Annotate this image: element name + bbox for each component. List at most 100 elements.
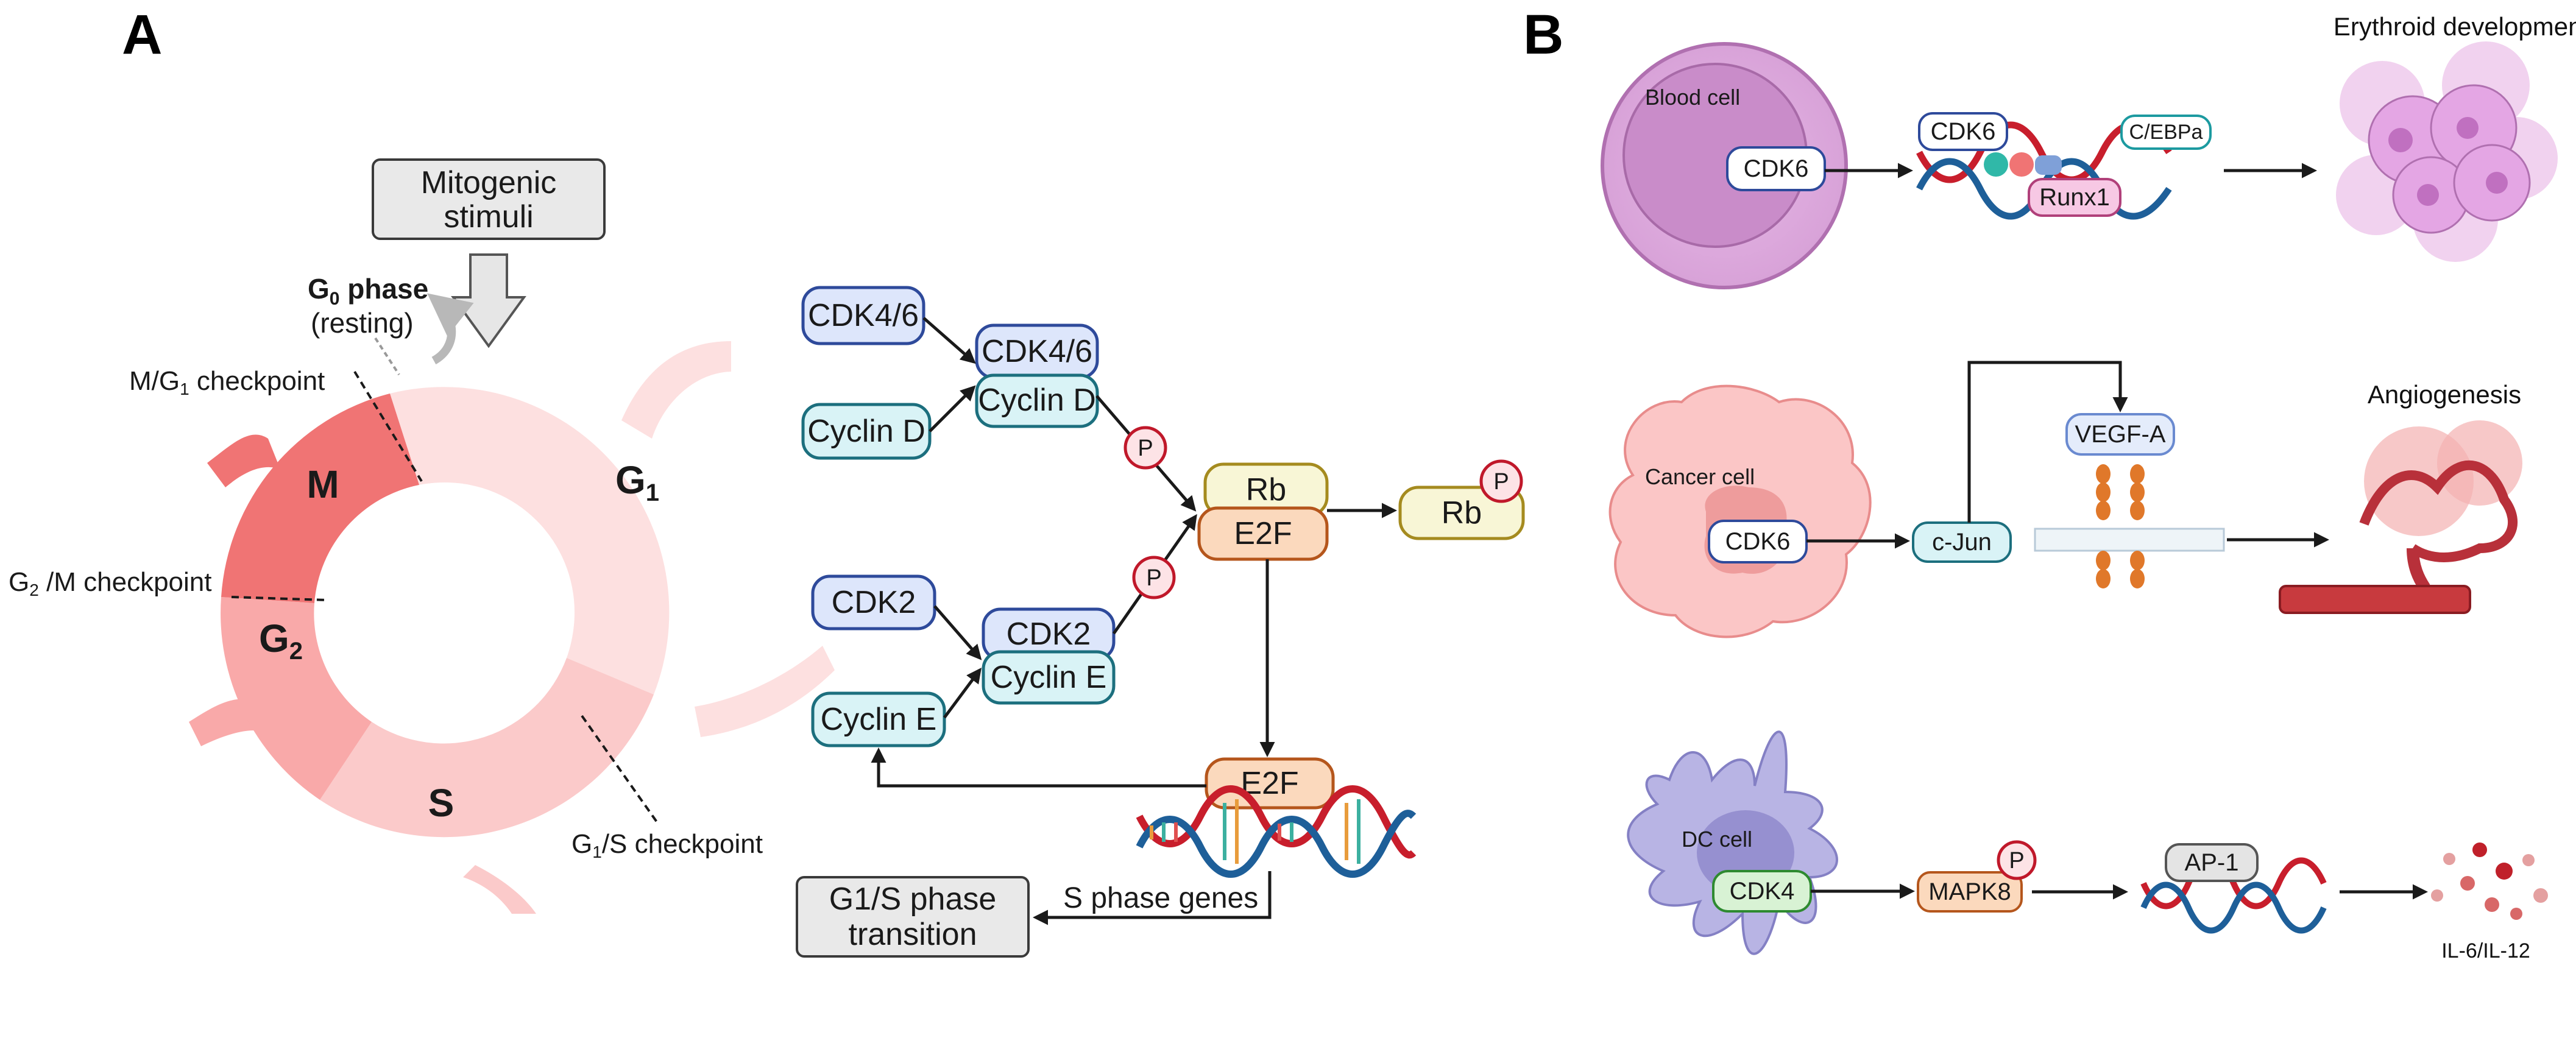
g0-dotted-line: [374, 337, 400, 376]
blood-cell-icon: [1601, 42, 1848, 289]
g1-phase-label: G1: [615, 458, 659, 506]
transition-line1: G1/S phase: [829, 881, 997, 917]
blood-cell-label: Blood cell: [1645, 85, 1740, 110]
g1s-checkpoint-label: G1/S checkpoint: [571, 829, 763, 861]
mapk8-label: MAPK8: [1928, 878, 2011, 905]
transition-line2: transition: [849, 917, 977, 952]
cebpa-label: C/EBPa: [2129, 121, 2203, 144]
dna-helix-b3-icon: [2140, 857, 2327, 934]
vegfa-box: VEGF-A: [2065, 413, 2175, 456]
mitogenic-label-line2: stimuli: [444, 199, 533, 235]
mapk8-p-label: P: [2009, 848, 2024, 874]
erythroid-cluster-icon: [2336, 41, 2558, 262]
dna-helix-a-icon: [1136, 785, 1417, 878]
s-segment: [320, 658, 654, 838]
m-segment: [221, 394, 419, 603]
g2m-rest: /M checkpoint: [39, 567, 212, 597]
blue-protein-icon: [2035, 155, 2062, 175]
g1s-checkpoint-line: [581, 715, 659, 825]
g2m-subscript: 2: [29, 581, 39, 599]
complex-cyclin-d-label: Cyclin D: [978, 383, 1096, 418]
pink-protein-icon: [2009, 152, 2034, 177]
g1-tail-lower: [695, 646, 835, 737]
s-phase-label: S: [428, 781, 455, 825]
e2f-to-cyclin-e-arrow: [871, 747, 1206, 788]
cdk46-label: CDK4/6: [808, 298, 919, 333]
cdk2-to-complex-arrow: [933, 605, 982, 660]
cancer-cdk6-label: CDK6: [1725, 528, 1791, 555]
erythroid-label: Erythroid development: [2334, 12, 2576, 41]
angiogenesis-label: Angiogenesis: [2368, 380, 2521, 409]
mitogenic-arrow-icon: [451, 253, 526, 348]
phospho-e-icon: P: [1132, 556, 1176, 599]
cyclin-e-to-complex-arrow: [943, 667, 982, 719]
complex-cyclin-e-label: Cyclin E: [991, 660, 1107, 695]
mg1-rest: checkpoint: [189, 366, 325, 396]
g2-subscript: 2: [289, 638, 303, 665]
g0-resting-label: (resting): [311, 307, 414, 339]
cjun-box: c-Jun: [1912, 521, 2012, 563]
g1-tail: [621, 341, 731, 439]
angiogenesis-icon: [2279, 420, 2522, 614]
e2f-label: E2F: [1234, 516, 1292, 551]
cjun-label: c-Jun: [1932, 529, 1992, 556]
cjun-to-vegfa-arrow: [1967, 361, 2128, 523]
phospho-d-label: P: [1138, 436, 1153, 461]
runx1-box: Runx1: [2028, 178, 2121, 217]
runx1-label: Runx1: [2039, 184, 2110, 211]
g1s-rest: /S checkpoint: [602, 829, 763, 859]
dna-cdk6-box: CDK6: [1918, 112, 2008, 151]
cyclin-d-label: Cyclin D: [807, 414, 925, 449]
vegf-receptor-icon: [2034, 464, 2225, 588]
dc-cdk4-label: CDK4: [1730, 878, 1795, 905]
g0-subscript: 0: [330, 289, 340, 309]
blood-cdk6-label: CDK6: [1744, 155, 1809, 182]
cancer-cell-label: Cancer cell: [1645, 464, 1755, 489]
cdk46-box: CDK4/6: [801, 286, 925, 345]
g0-phase-label: G0 phase: [308, 273, 428, 309]
g2-segment: [221, 597, 372, 800]
g1s-transition-box: G1/S phase transition: [796, 876, 1030, 958]
vegfa-label: VEGF-A: [2075, 421, 2166, 448]
g1s-subscript: 1: [592, 842, 602, 861]
phospho-d-icon: P: [1123, 426, 1167, 470]
complex-cdk2-label: CDK2: [1007, 616, 1091, 652]
g2-letter: G: [259, 616, 289, 660]
cell-cycle-ring: M G1 G2 S: [189, 341, 835, 914]
g1-segment: [390, 387, 670, 694]
s-phase-genes-label: S phase genes: [1063, 882, 1258, 914]
cyclin-e-box: Cyclin E: [811, 691, 946, 747]
cytokine-dots-icon: [2431, 842, 2548, 920]
phospho-e-label: P: [1146, 565, 1161, 591]
dc-cdk4-box: CDK4: [1712, 870, 1812, 913]
rb-phospho-box: Rb P: [1398, 459, 1525, 540]
g2m-checkpoint-label: G2 /M checkpoint: [9, 567, 212, 599]
panel-a-letter: A: [122, 4, 162, 66]
mitogenic-stimuli-box: Mitogenic stimuli: [372, 158, 606, 240]
cdk46-to-complex-arrow: [922, 317, 976, 364]
panel-b-letter: B: [1523, 4, 1563, 66]
g0-letter: G: [308, 273, 330, 305]
rb-phospho-p-label: P: [1493, 469, 1509, 495]
rb-label: Rb: [1246, 472, 1286, 507]
cdk2-box: CDK2: [811, 574, 936, 630]
dna-cdk6-label: CDK6: [1931, 118, 1996, 145]
cyclin-e-label: Cyclin E: [821, 702, 937, 737]
genes-to-transition-arrow: [1033, 871, 1272, 925]
dc-cell-label: DC cell: [1682, 827, 1752, 852]
mg1-checkpoint-label: M/G1 checkpoint: [129, 366, 325, 398]
m-tail: [207, 434, 280, 487]
g2m-text: G: [9, 567, 29, 597]
cancer-cell-icon: [1608, 384, 1872, 638]
mg1-text: M/G: [129, 366, 180, 396]
cytokine-label: IL-6/IL-12: [2441, 939, 2530, 962]
rb-phospho-label: Rb: [1442, 495, 1482, 531]
g2-phase-label: G2: [259, 616, 303, 665]
cyclin-d-to-complex-arrow: [929, 385, 976, 433]
cebpa-box: C/EBPa: [2120, 115, 2212, 150]
ap1-label: AP-1: [2185, 849, 2239, 876]
ring-hole: [315, 482, 575, 742]
cdk2-label: CDK2: [832, 585, 916, 620]
e2f-free-box: E2F: [1205, 757, 1335, 810]
